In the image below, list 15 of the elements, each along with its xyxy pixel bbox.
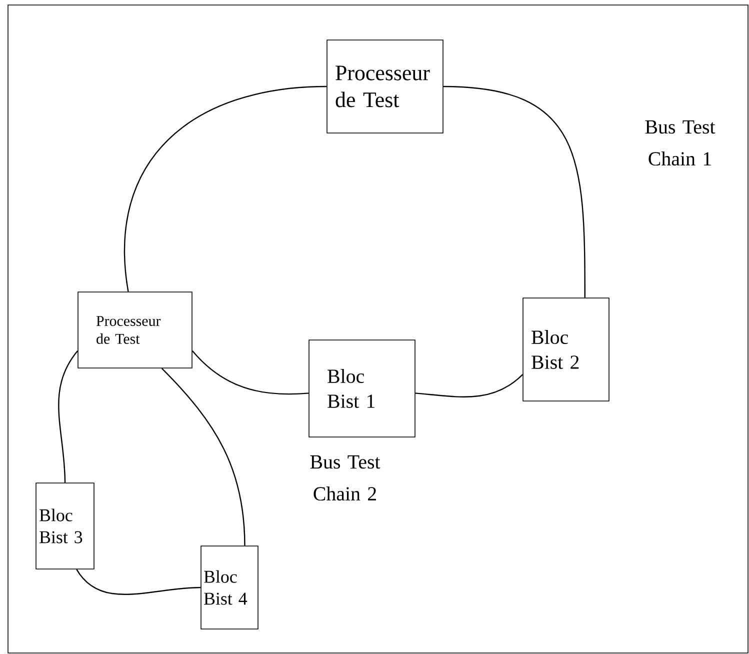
bus-line <box>443 86 586 298</box>
process-box: Bloc Bist 4 <box>200 546 258 630</box>
process-box: Bloc Bist 2 <box>522 298 610 402</box>
bus-line <box>58 350 78 483</box>
bus-line <box>192 350 309 395</box>
bus-label: Bus Test Chain 1 <box>645 120 716 166</box>
bus-line <box>124 86 327 292</box>
bus-line <box>161 368 246 546</box>
process-box: Processeur de Test <box>326 40 444 134</box>
bus-line <box>415 374 523 398</box>
bus-line <box>76 569 201 595</box>
process-box: Processeur de Test <box>78 292 192 368</box>
process-box: Bloc Bist 1 <box>308 340 416 438</box>
bus-label: Bus Test Chain 2 <box>310 455 380 501</box>
process-box: Bloc Bist 3 <box>36 482 94 570</box>
